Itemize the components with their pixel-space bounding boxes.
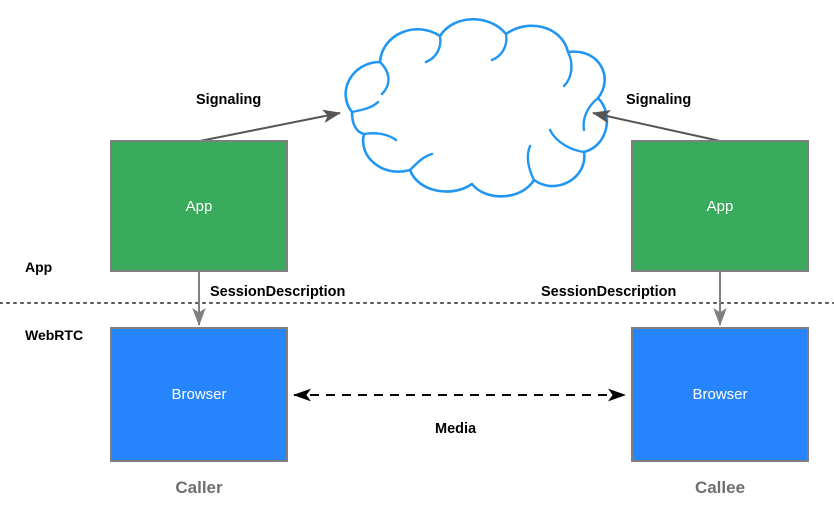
- node-caller-browser[interactable]: Browser: [110, 327, 288, 462]
- layer-label-webrtc: WebRTC: [25, 327, 84, 343]
- node-callee-app[interactable]: App: [631, 140, 809, 272]
- signaling-cloud-icon: [344, 17, 609, 198]
- edge-label-caller-signaling: Signaling: [196, 92, 262, 108]
- edge-label-callee-sessiondescription: SessionDescription: [541, 284, 677, 300]
- edge-callee-signaling: [592, 110, 721, 142]
- edge-caller-signaling: [199, 109, 341, 142]
- node-callee-browser[interactable]: Browser: [631, 327, 809, 462]
- role-label-callee: Callee: [694, 478, 746, 497]
- edge-label-caller-sessiondescription: SessionDescription: [210, 284, 346, 300]
- node-caller-browser-label: Browser: [171, 386, 227, 403]
- edge-label-media-channel: Media: [435, 421, 477, 437]
- role-label-caller: Caller: [175, 478, 223, 497]
- node-caller-app[interactable]: App: [110, 140, 288, 272]
- node-callee-app-label: App: [706, 197, 734, 215]
- layer-label-app: App: [25, 259, 53, 275]
- node-callee-browser-label: Browser: [692, 386, 748, 403]
- node-caller-app-label: App: [185, 197, 213, 215]
- edge-label-callee-signaling: Signaling: [626, 92, 692, 108]
